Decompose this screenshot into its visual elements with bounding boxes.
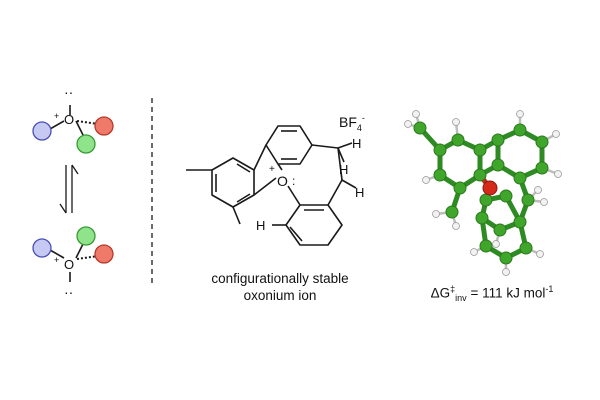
- oxygen-label-top: O: [64, 112, 74, 127]
- lone-pair-glyph: :: [292, 174, 295, 188]
- substituent-red-bottom: [94, 244, 114, 264]
- h-label-4: H: [256, 218, 265, 233]
- lone-pair-top: ··: [64, 84, 73, 100]
- caption-line-2: oxonium ion: [243, 288, 317, 303]
- substituent-blue-bottom: [32, 238, 52, 258]
- oxonium-charge: +: [269, 164, 275, 175]
- oxonium-oxygen: O: [277, 173, 288, 189]
- counterion: BF4-: [339, 113, 365, 133]
- oxonium-bottom: O + ··: [32, 226, 114, 300]
- charge-bottom: +: [54, 255, 59, 265]
- energy-exponent: -1: [545, 284, 554, 294]
- equilibrium-arrows: [59, 164, 79, 214]
- substituent-blue-top: [32, 121, 52, 141]
- energy-symbol: ΔG: [430, 285, 451, 301]
- oxonium-top: ·· O +: [32, 84, 114, 154]
- caption-line-1: configurationally stable: [211, 271, 349, 286]
- lone-pair-bottom: ··: [64, 284, 73, 300]
- energy-subscript: inv: [455, 293, 467, 304]
- model-hydrogen-atoms: [404, 110, 562, 276]
- inversion-barrier: ΔG‡inv = 111 kJ mol-1: [412, 284, 572, 303]
- molecular-model-3d: [404, 110, 562, 276]
- structure-caption: configurationally stable oxonium ion: [195, 270, 365, 304]
- structure-labels: + O : H H H H BF4-: [256, 113, 365, 233]
- oxonium-structure: [186, 125, 357, 246]
- energy-value: = 111 kJ mol: [466, 285, 546, 301]
- h-label-2: H: [339, 162, 348, 177]
- energy-dagger: ‡: [450, 284, 456, 294]
- h-label-1: H: [352, 136, 361, 151]
- substituent-green-top: [76, 134, 96, 154]
- model-oxygen-atom: [482, 180, 498, 196]
- substituent-red-top: [94, 116, 114, 136]
- inversion-scheme: ·· O + O + ··: [32, 84, 114, 300]
- oxygen-label-bottom: O: [64, 257, 74, 272]
- substituent-green-bottom: [76, 226, 96, 246]
- charge-top: +: [54, 111, 59, 121]
- h-label-3: H: [355, 185, 364, 200]
